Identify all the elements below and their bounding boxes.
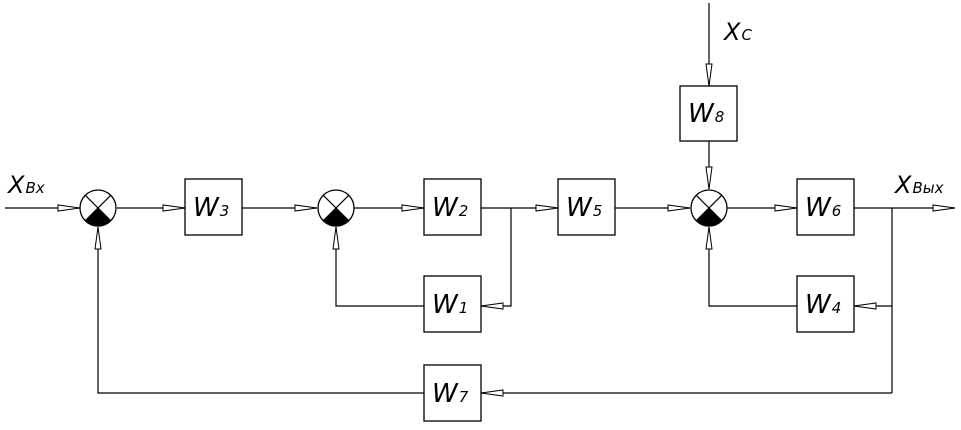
block-w5: W5 bbox=[557, 178, 616, 236]
arrow-into-s1 bbox=[57, 204, 81, 212]
output-signal-sub: Вых bbox=[912, 179, 943, 197]
arrow-into-w5 bbox=[535, 204, 559, 212]
block-w2-index: 2 bbox=[459, 202, 469, 220]
svg-text:W2: W2 bbox=[432, 193, 468, 223]
arrow-into-s3 bbox=[667, 204, 691, 212]
output-signal-label: XВых bbox=[893, 171, 944, 199]
disturbance-signal-letter: X bbox=[722, 18, 741, 46]
block-w8-index: 8 bbox=[715, 108, 725, 126]
block-w6: W6 bbox=[796, 178, 855, 236]
block-w5-index: 5 bbox=[593, 202, 603, 220]
block-w4-letter: W bbox=[805, 290, 832, 320]
arrow-into-w4 bbox=[853, 302, 877, 310]
block-w8: W8 bbox=[679, 85, 738, 142]
arrow-into-w3 bbox=[162, 204, 186, 212]
block-w4-index: 4 bbox=[832, 299, 842, 317]
output-signal-letter: X bbox=[893, 171, 912, 199]
block-w1-index: 1 bbox=[459, 299, 469, 317]
block-w8-letter: W bbox=[688, 99, 715, 129]
input-signal-letter: X bbox=[6, 171, 25, 199]
svg-text:W7: W7 bbox=[432, 379, 469, 409]
summing-junction-2 bbox=[317, 189, 355, 227]
block-w3: W3 bbox=[184, 178, 243, 236]
arrow-feedback-s3 bbox=[705, 226, 713, 250]
block-w6-index: 6 bbox=[832, 202, 842, 220]
block-w5-letter: W bbox=[566, 193, 593, 223]
arrow-into-w6 bbox=[774, 204, 798, 212]
block-w3-letter: W bbox=[193, 193, 220, 223]
input-signal-label: XВх bbox=[6, 171, 45, 199]
svg-text:W6: W6 bbox=[805, 193, 841, 223]
summing-junction-1 bbox=[79, 189, 117, 227]
block-w2: W2 bbox=[423, 178, 482, 236]
svg-text:W8: W8 bbox=[688, 99, 724, 129]
arrow-feedback-s2 bbox=[332, 226, 340, 250]
block-w4: W4 bbox=[796, 275, 855, 333]
input-signal-sub: Вх bbox=[25, 179, 44, 197]
arrowheads bbox=[57, 63, 956, 397]
block-w7-index: 7 bbox=[459, 388, 469, 406]
block-w3-index: 3 bbox=[220, 202, 230, 220]
disturbance-signal-sub: С bbox=[741, 26, 752, 44]
svg-text:W5: W5 bbox=[566, 193, 602, 223]
arrow-into-w1 bbox=[480, 302, 504, 310]
arrow-w8-into-s3 bbox=[705, 166, 713, 190]
block-w7: W7 bbox=[423, 364, 482, 422]
svg-text:W3: W3 bbox=[193, 193, 229, 223]
arrow-into-w8 bbox=[705, 63, 713, 87]
svg-text:W4: W4 bbox=[805, 290, 841, 320]
disturbance-signal-label: XС bbox=[722, 18, 752, 46]
block-w1-letter: W bbox=[432, 290, 459, 320]
block-w7-letter: W bbox=[432, 379, 459, 409]
arrow-feedback-s1 bbox=[94, 226, 102, 250]
block-w2-letter: W bbox=[432, 193, 459, 223]
block-w1: W1 bbox=[423, 275, 482, 333]
arrow-into-w7 bbox=[480, 389, 504, 397]
svg-text:W1: W1 bbox=[432, 290, 468, 320]
arrow-output bbox=[932, 204, 956, 212]
arrow-into-w2 bbox=[401, 204, 425, 212]
arrow-into-s2 bbox=[294, 204, 318, 212]
summing-junction-3 bbox=[690, 189, 728, 227]
signal-lines bbox=[5, 3, 955, 394]
block-w6-letter: W bbox=[805, 193, 832, 223]
